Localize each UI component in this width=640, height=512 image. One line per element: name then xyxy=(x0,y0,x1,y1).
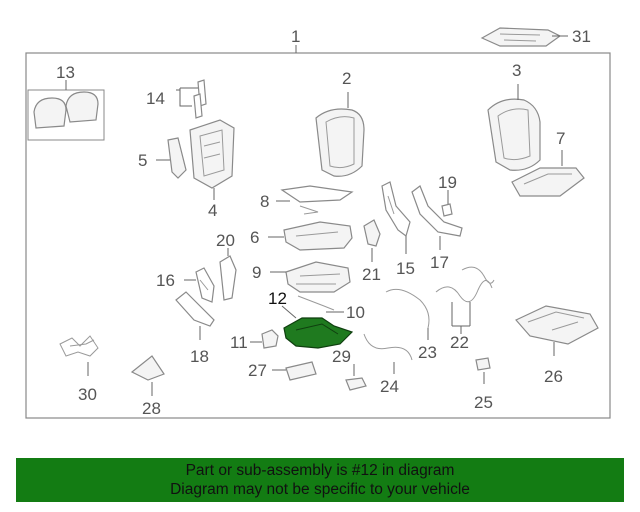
info-banner: Part or sub-assembly is #12 in diagram D… xyxy=(16,458,624,502)
part-4[interactable]: 4 xyxy=(189,119,235,220)
callout-26[interactable]: 26 xyxy=(544,367,563,386)
assembly-frame xyxy=(25,52,611,419)
callout-29[interactable]: 29 xyxy=(332,347,351,366)
part-12-shape[interactable] xyxy=(283,317,354,349)
callout-7[interactable]: 7 xyxy=(556,129,565,148)
callout-15[interactable]: 15 xyxy=(396,259,415,278)
callout-4[interactable]: 4 xyxy=(208,201,217,220)
part-26[interactable]: 26 xyxy=(515,305,599,386)
part-3[interactable]: 3 xyxy=(487,61,541,171)
callout-18[interactable]: 18 xyxy=(190,347,209,366)
banner-line-1: Part or sub-assembly is #12 in diagram xyxy=(185,462,455,479)
part-8[interactable]: 8 xyxy=(260,185,354,215)
part-17[interactable]: 17 xyxy=(411,185,463,272)
part-6[interactable]: 6 xyxy=(250,221,353,251)
part-9[interactable]: 9 xyxy=(252,261,351,293)
callout-23[interactable]: 23 xyxy=(418,343,437,362)
part-27[interactable]: 27 xyxy=(248,361,317,381)
callout-27[interactable]: 27 xyxy=(248,361,267,380)
callout-31[interactable]: 31 xyxy=(572,27,591,46)
part-22[interactable]: 22 xyxy=(435,266,495,352)
callout-28[interactable]: 28 xyxy=(142,399,161,418)
part-10[interactable]: 10 xyxy=(297,295,365,322)
callout-13[interactable]: 13 xyxy=(56,63,75,82)
part-12-highlighted[interactable]: 12 xyxy=(268,289,354,349)
callout-24[interactable]: 24 xyxy=(380,377,399,396)
callout-14[interactable]: 14 xyxy=(146,89,165,108)
part-23[interactable]: 23 xyxy=(385,288,437,362)
callout-1[interactable]: 1 xyxy=(291,27,300,46)
callout-16[interactable]: 16 xyxy=(156,271,175,290)
callout-19[interactable]: 19 xyxy=(438,173,457,192)
callout-11[interactable]: 11 xyxy=(230,333,248,352)
callout-22[interactable]: 22 xyxy=(450,333,469,352)
callout-25[interactable]: 25 xyxy=(474,393,493,412)
callout-21[interactable]: 21 xyxy=(362,265,381,284)
part-25[interactable]: 25 xyxy=(474,357,493,412)
part-30[interactable]: 30 xyxy=(59,335,99,404)
callout-3[interactable]: 3 xyxy=(512,61,521,80)
callout-9[interactable]: 9 xyxy=(252,263,261,282)
callout-8[interactable]: 8 xyxy=(260,192,269,211)
callout-12[interactable]: 12 xyxy=(268,289,287,308)
part-19[interactable]: 19 xyxy=(438,173,457,217)
part-2[interactable]: 2 xyxy=(315,69,365,177)
callout-20[interactable]: 20 xyxy=(216,231,235,250)
callout-5[interactable]: 5 xyxy=(138,151,147,170)
part-14[interactable]: 14 xyxy=(146,79,207,119)
part-16[interactable]: 16 xyxy=(156,267,215,303)
callout-17[interactable]: 17 xyxy=(430,253,449,272)
part-24[interactable]: 24 xyxy=(363,333,413,396)
part-29[interactable]: 29 xyxy=(332,347,367,391)
part-11[interactable]: 11 xyxy=(230,329,279,352)
part-7[interactable]: 7 xyxy=(511,129,585,197)
callout-30[interactable]: 30 xyxy=(78,385,97,404)
part-18[interactable]: 18 xyxy=(175,291,215,366)
callout-10[interactable]: 10 xyxy=(346,303,365,322)
part-5[interactable]: 5 xyxy=(138,137,187,179)
part-13[interactable]: 13 xyxy=(27,63,105,141)
part-20[interactable]: 20 xyxy=(216,231,237,301)
part-21[interactable]: 21 xyxy=(362,219,381,284)
callout-2[interactable]: 2 xyxy=(342,69,351,88)
callout-6[interactable]: 6 xyxy=(250,228,259,247)
part-15[interactable]: 15 xyxy=(381,181,415,278)
part-31[interactable]: 31 xyxy=(480,27,591,47)
part-28[interactable]: 28 xyxy=(130,355,165,418)
banner-line-2: Diagram may not be specific to your vehi… xyxy=(170,481,470,498)
